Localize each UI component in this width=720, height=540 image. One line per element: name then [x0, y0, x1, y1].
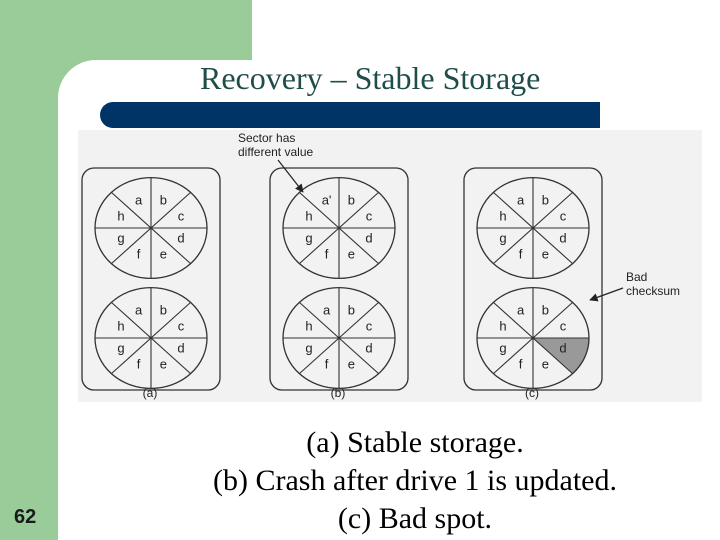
sector-label-b: b: [348, 192, 355, 207]
sector-label-f: f: [519, 246, 523, 261]
sector-label-d: d: [559, 341, 566, 356]
sector-label-h: h: [117, 208, 124, 223]
annotation-bad-checksum: checksum: [626, 284, 680, 298]
sector-label-c: c: [560, 208, 567, 223]
sector-label-a: a: [135, 192, 143, 207]
sector-label-a: a: [517, 192, 525, 207]
annotation-arrow: [589, 287, 624, 302]
slide-title: Recovery – Stable Storage: [200, 60, 541, 96]
panel-label: (a): [143, 386, 158, 400]
sector-label-a: a: [135, 302, 143, 317]
sector-label-b: b: [348, 302, 355, 317]
sector-label-b: b: [160, 302, 167, 317]
slide-number: 62: [14, 506, 37, 528]
sector-label-c: c: [178, 208, 185, 223]
sector-label-h: h: [499, 208, 506, 223]
sector-divider: [299, 301, 379, 375]
sector-label-b: b: [160, 192, 167, 207]
sector-label-h: h: [305, 318, 312, 333]
sector-label-a: a: [323, 302, 331, 317]
sector-label-g: g: [305, 341, 312, 356]
sector-label-a: a': [322, 192, 332, 207]
drive-pair-panel: [81, 167, 221, 391]
sector-label-f: f: [137, 246, 141, 261]
sector-label-g: g: [117, 341, 124, 356]
sector-label-a: a: [517, 302, 525, 317]
sector-label-c: c: [178, 318, 185, 333]
sector-divider: [111, 301, 191, 375]
figure-caption: (a) Stable storage. (b) Crash after driv…: [190, 424, 640, 538]
sector-label-h: h: [499, 318, 506, 333]
sector-label-d: d: [177, 341, 184, 356]
drive-pair-panel: [269, 167, 409, 391]
sector-label-e: e: [160, 246, 167, 261]
sector-label-d: d: [559, 231, 566, 246]
sector-label-e: e: [348, 356, 355, 371]
title-underline-bar: [100, 102, 600, 128]
drive-pair-panel: [463, 167, 603, 391]
sector-label-c: c: [366, 318, 373, 333]
sector-label-h: h: [117, 318, 124, 333]
annotation-sector-changed: different value: [238, 145, 313, 159]
panel-label: (c): [525, 386, 539, 400]
stable-storage-diagram: (a)(b)(c)bcdefghabcdefghabcdefgha'bcdefg…: [81, 131, 680, 400]
sector-label-b: b: [542, 302, 549, 317]
sector-label-e: e: [542, 356, 549, 371]
annotation-sector-changed: Sector has: [238, 131, 295, 145]
sector-label-f: f: [325, 246, 329, 261]
sector-label-d: d: [365, 341, 372, 356]
annotation-bad-checksum: Bad: [626, 270, 647, 284]
sector-label-c: c: [366, 208, 373, 223]
sector-divider: [111, 191, 191, 265]
sector-label-g: g: [305, 231, 312, 246]
panel-label: (b): [331, 386, 346, 400]
annotation-arrow: [277, 159, 304, 193]
sector-label-g: g: [117, 231, 124, 246]
sector-divider: [299, 191, 379, 265]
sector-divider: [493, 301, 573, 375]
sector-label-f: f: [137, 356, 141, 371]
caption-line-c: (c) Bad spot.: [337, 502, 493, 535]
sector-label-f: f: [519, 356, 523, 371]
caption-line-a: (a) Stable storage.: [306, 426, 524, 459]
sector-label-e: e: [348, 246, 355, 261]
sector-label-d: d: [177, 231, 184, 246]
sector-label-b: b: [542, 192, 549, 207]
sector-label-f: f: [325, 356, 329, 371]
bad-sector-wedge: [533, 338, 589, 374]
sector-label-d: d: [365, 231, 372, 246]
caption-line-b: (b) Crash after drive 1 is updated.: [212, 464, 618, 497]
sector-divider: [493, 191, 573, 265]
sector-label-h: h: [305, 208, 312, 223]
sector-label-g: g: [499, 231, 506, 246]
sector-label-g: g: [499, 341, 506, 356]
sector-label-c: c: [560, 318, 567, 333]
sector-label-e: e: [542, 246, 549, 261]
sector-label-e: e: [160, 356, 167, 371]
